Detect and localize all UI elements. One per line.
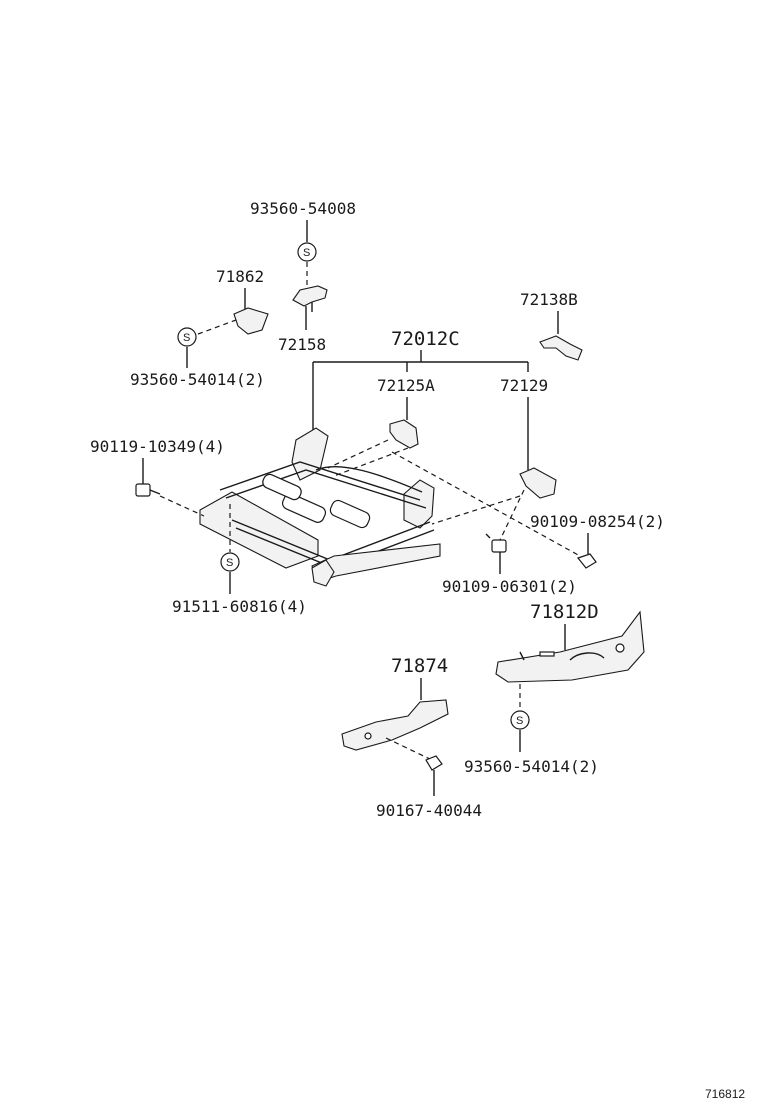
bracket-72138B	[539, 335, 583, 361]
label-72012C: 72012C	[391, 328, 460, 350]
label-71874: 71874	[391, 655, 448, 677]
label-90109-08254: 90109-08254(2)	[530, 512, 665, 531]
dash-72125A-b	[333, 447, 409, 477]
dash-72125A-a	[327, 439, 389, 469]
label-93560-54008: 93560-54008	[250, 199, 356, 218]
cover-71862	[233, 307, 269, 335]
bolt-90109-08254	[576, 553, 597, 569]
dash-71862	[197, 319, 237, 335]
bracket-72125A	[389, 419, 419, 449]
bracket-72129	[519, 467, 557, 499]
s-marker-71862: S	[177, 327, 197, 347]
clip-72158	[292, 285, 328, 312]
label-72138B: 72138B	[520, 290, 578, 309]
dash-71874	[385, 737, 433, 761]
dash-72129-b	[499, 489, 525, 541]
s-marker-top: S	[297, 242, 317, 262]
s-marker-71812D: S	[510, 710, 530, 730]
svg-text:S: S	[516, 715, 523, 727]
label-71812D: 71812D	[530, 601, 599, 623]
shield-71874	[341, 699, 449, 751]
label-72158: 72158	[278, 335, 326, 354]
label-90119-10349: 90119-10349(4)	[90, 437, 225, 456]
label-72129: 72129	[500, 376, 548, 395]
label-93560-54014-bottom: 93560-54014(2)	[464, 757, 599, 776]
bolt-90109-06301	[485, 533, 507, 553]
label-90167-40044: 90167-40044	[376, 801, 482, 820]
svg-text:S: S	[183, 332, 190, 344]
seat-adjuster-frame	[199, 427, 441, 587]
dash-72129-a	[431, 495, 521, 525]
label-91511-60816: 91511-60816(4)	[172, 597, 307, 616]
screw-90167-40044	[425, 755, 443, 771]
label-93560-54014-top: 93560-54014(2)	[130, 370, 265, 389]
svg-text:S: S	[303, 247, 310, 259]
label-71862: 71862	[216, 267, 264, 286]
svg-text:S: S	[226, 557, 233, 569]
shield-71812D	[495, 610, 645, 683]
dash-90119-10349	[159, 495, 205, 517]
diagram-id: 716812	[705, 1087, 745, 1101]
label-90109-06301: 90109-06301(2)	[442, 577, 577, 596]
s-marker-91511: S	[220, 552, 240, 572]
bolt-90119-10349	[135, 483, 161, 497]
label-72125A: 72125A	[377, 376, 435, 395]
